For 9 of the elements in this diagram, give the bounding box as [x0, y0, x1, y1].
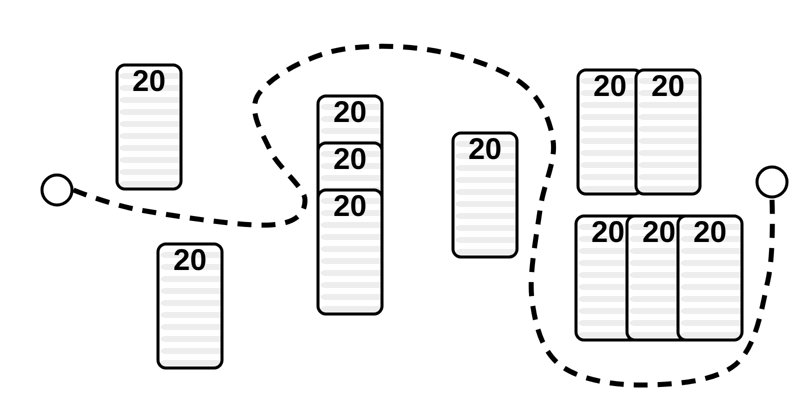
card: 20	[452, 132, 518, 258]
card: 20	[634, 68, 702, 196]
circle	[40, 174, 74, 206]
card: 20	[116, 64, 182, 190]
card: 20	[676, 214, 744, 342]
card: 20	[156, 242, 224, 370]
circle	[756, 166, 788, 198]
card: 20	[316, 188, 384, 316]
dashed-path	[72, 44, 775, 388]
